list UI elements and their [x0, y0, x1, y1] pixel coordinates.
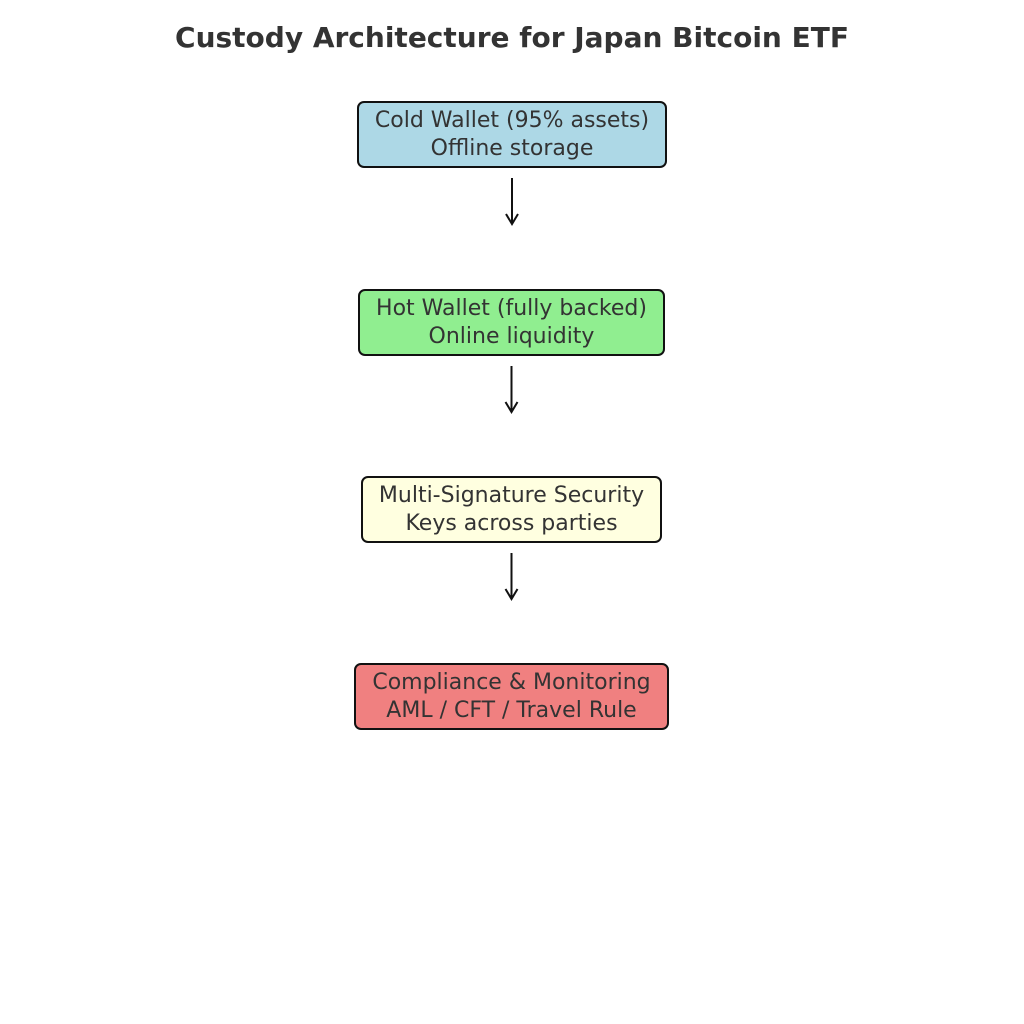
- compliance-monitoring-node-title: Compliance & Monitoring: [372, 669, 651, 695]
- arrow-0-to-1: [505, 178, 519, 226]
- cold-wallet-node: Cold Wallet (95% assets) Offline storage: [357, 101, 667, 168]
- multisig-security-node-subtitle: Keys across parties: [405, 510, 618, 536]
- compliance-monitoring-node-subtitle: AML / CFT / Travel Rule: [386, 697, 637, 723]
- hot-wallet-node-title: Hot Wallet (fully backed): [376, 295, 647, 321]
- diagram-title: Custody Architecture for Japan Bitcoin E…: [175, 21, 849, 54]
- arrow-2-to-3: [504, 553, 519, 601]
- hot-wallet-node: Hot Wallet (fully backed) Online liquidi…: [358, 289, 665, 356]
- cold-wallet-node-subtitle: Offline storage: [430, 135, 594, 161]
- hot-wallet-node-subtitle: Online liquidity: [428, 323, 595, 349]
- multisig-security-node: Multi-Signature Security Keys across par…: [361, 476, 662, 543]
- multisig-security-node-title: Multi-Signature Security: [378, 482, 645, 508]
- compliance-monitoring-node: Compliance & Monitoring AML / CFT / Trav…: [354, 663, 669, 730]
- arrow-1-to-2: [504, 366, 519, 414]
- cold-wallet-node-title: Cold Wallet (95% assets): [374, 107, 650, 133]
